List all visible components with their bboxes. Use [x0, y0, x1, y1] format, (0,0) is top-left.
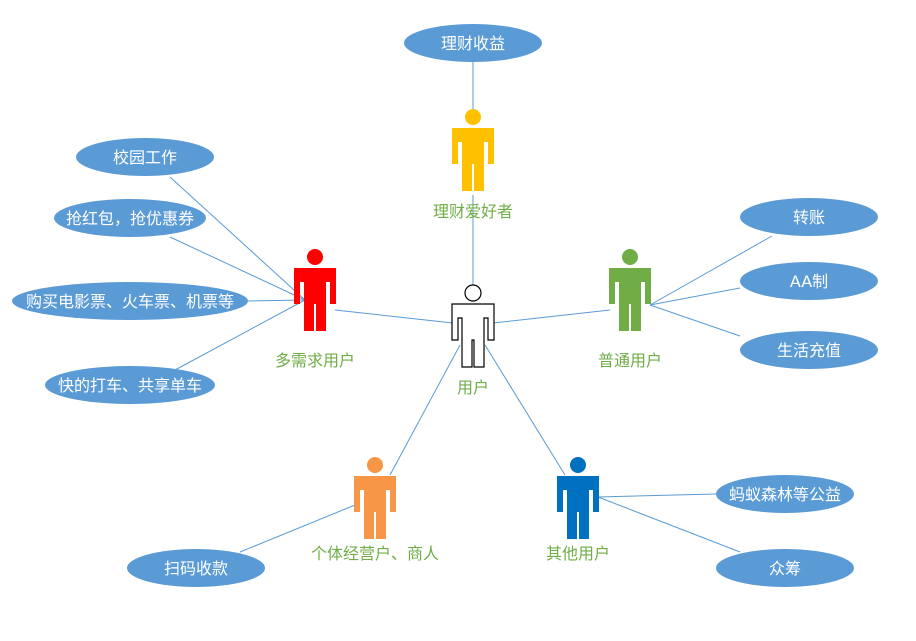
- connector-merchant: [389, 344, 461, 476]
- use-case-normal-1: AA制: [740, 262, 878, 300]
- actor-other-icon: [557, 457, 599, 539]
- actor-multi-icon: [294, 249, 336, 331]
- actor-user-icon: [451, 284, 495, 368]
- actor-other-label: 其他用户: [546, 544, 610, 563]
- use-case-label: 转账: [793, 208, 825, 227]
- actor-user-label: 用户: [457, 378, 489, 397]
- actor-investor-label: 理财爱好者: [433, 202, 513, 221]
- use-case-multi-0: 校园工作: [76, 138, 214, 176]
- use-case-label: AA制: [790, 272, 828, 291]
- connector-other: [484, 344, 566, 476]
- connector-other-item-0: [597, 493, 717, 498]
- connector-other-item-1: [597, 496, 741, 553]
- actor-normal-icon: [609, 249, 651, 331]
- connector-multi: [334, 309, 454, 324]
- use-case-label: 生活充值: [777, 341, 841, 360]
- use-case-multi-1: 抢红包，抢优惠券: [54, 199, 206, 237]
- use-case-label: 抢红包，抢优惠券: [66, 209, 194, 228]
- use-case-investor-0: 理财收益: [404, 24, 542, 62]
- use-case-other-0: 蚂蚁森林等公益: [716, 475, 854, 513]
- use-case-label: 校园工作: [113, 148, 177, 167]
- connector-normal-item-1: [649, 287, 741, 306]
- connector-normal-item-2: [649, 304, 741, 337]
- use-case-label: 理财收益: [441, 34, 505, 53]
- use-case-merchant-0: 扫码收款: [127, 549, 265, 587]
- use-case-label: 蚂蚁森林等公益: [729, 485, 841, 504]
- connector-multi-item-1: [169, 236, 306, 301]
- use-case-normal-0: 转账: [740, 198, 878, 236]
- actor-investor-icon: [452, 109, 494, 191]
- connector-normal-item-0: [649, 235, 773, 306]
- actor-merchant-label: 个体经营户、商人: [311, 544, 439, 563]
- use-case-normal-2: 生活充值: [740, 331, 878, 369]
- connector-multi-item-0: [169, 176, 306, 301]
- use-case-label: 快的打车、共享单车: [58, 376, 202, 395]
- connector-multi-item-3: [174, 299, 306, 371]
- actor-merchant-icon: [354, 457, 396, 539]
- use-case-label: 众筹: [769, 559, 801, 578]
- use-case-label: 扫码收款: [164, 559, 228, 578]
- use-case-other-1: 众筹: [716, 549, 854, 587]
- actor-multi-label: 多需求用户: [275, 351, 355, 370]
- connector-normal: [492, 309, 611, 324]
- connector-merchant-item-0: [239, 504, 356, 553]
- actor-normal-label: 普通用户: [598, 351, 662, 370]
- use-case-multi-3: 快的打车、共享单车: [45, 366, 215, 404]
- use-case-label: 购买电影票、火车票、机票等: [26, 292, 234, 311]
- use-case-multi-2: 购买电影票、火车票、机票等: [12, 282, 248, 320]
